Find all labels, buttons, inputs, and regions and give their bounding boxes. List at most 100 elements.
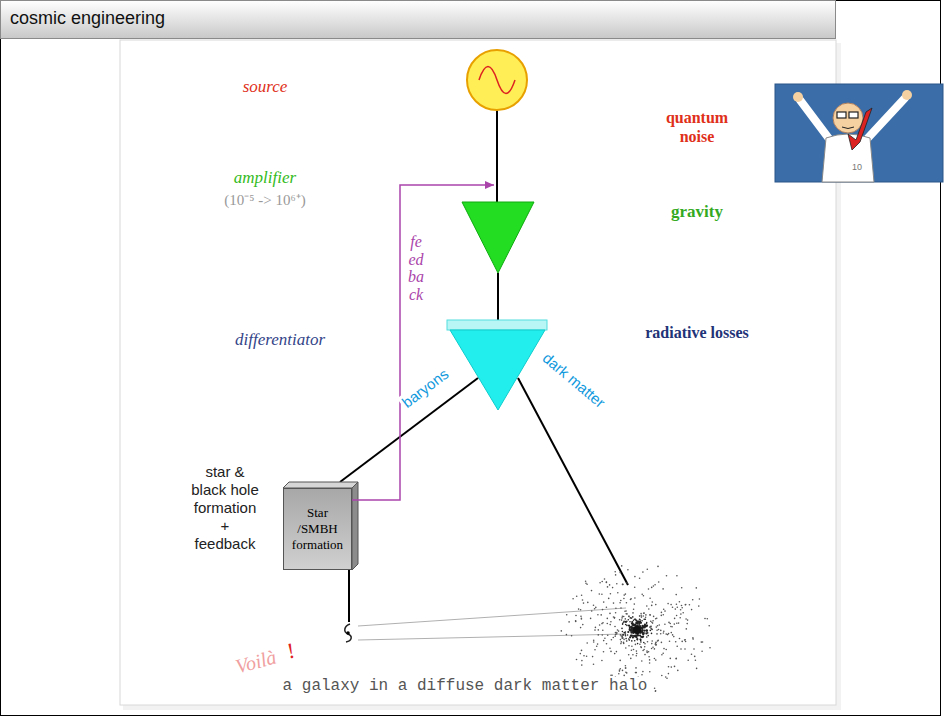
halo-particle — [674, 666, 676, 668]
dark-matter-wire — [518, 378, 628, 585]
halo-particle — [656, 633, 658, 635]
signal-wire — [496, 110, 498, 202]
halo-particle — [698, 605, 700, 607]
halo-particle — [615, 634, 617, 636]
halo-particle — [593, 605, 595, 607]
feedback-label: feedback — [408, 233, 424, 303]
box-side-face — [352, 482, 358, 570]
sine-wave — [479, 67, 515, 94]
halo-particle — [658, 581, 660, 583]
halo-particle — [602, 609, 604, 611]
halo-particle — [691, 609, 693, 611]
source-symbol — [467, 50, 527, 110]
halo-particle — [645, 617, 647, 619]
halo-particle — [622, 670, 624, 672]
halo-particle — [677, 606, 679, 608]
halo-particle — [625, 621, 627, 623]
feedback-loop — [352, 185, 494, 500]
halo-particle — [607, 618, 609, 620]
halo-particle — [629, 621, 631, 623]
halo-particle — [622, 638, 624, 640]
halo-particle — [662, 653, 664, 655]
halo-particle — [586, 655, 588, 657]
halo-particle — [661, 654, 663, 656]
halo-particle — [691, 653, 693, 655]
halo-particle — [651, 643, 653, 645]
halo-particle — [622, 623, 624, 625]
halo-particle — [611, 639, 613, 641]
halo-particle — [671, 666, 673, 668]
halo-particle — [633, 635, 635, 637]
halo-particle — [679, 601, 681, 603]
halo-particle — [636, 622, 638, 624]
halo-particle — [649, 614, 651, 616]
halo-particle — [643, 632, 645, 634]
figure-caption: a galaxy in a diffuse dark matter halo — [280, 677, 651, 695]
halo-particle — [583, 655, 585, 657]
halo-particle — [609, 648, 611, 650]
halo-particle — [676, 658, 678, 660]
halo-particle — [649, 671, 651, 673]
halo-particle — [631, 649, 633, 651]
halo-particle — [604, 638, 606, 640]
halo-particle — [655, 642, 657, 644]
halo-particle — [599, 582, 601, 584]
halo-particle — [637, 634, 639, 636]
pointer-line — [358, 634, 626, 640]
halo-particle — [621, 565, 623, 567]
halo-particle — [641, 594, 643, 596]
halo-particle — [593, 641, 595, 643]
halo-particle — [644, 646, 646, 648]
halo-particle — [621, 637, 623, 639]
halo-particle — [669, 641, 671, 643]
halo-particle — [646, 625, 648, 627]
halo-particle — [633, 624, 635, 626]
halo-particle — [613, 637, 615, 639]
halo-particle — [615, 612, 617, 614]
halo-particle — [670, 658, 672, 660]
halo-particle — [572, 598, 574, 600]
halo-particle — [652, 647, 654, 649]
halo-particle — [597, 614, 599, 616]
halo-particle — [657, 640, 659, 642]
halo-particle — [599, 624, 601, 626]
halo-particle — [645, 614, 647, 616]
halo-particle — [650, 620, 652, 622]
halo-particle — [642, 636, 644, 638]
halo-particle — [650, 630, 652, 632]
halo-core — [633, 626, 641, 634]
halo-particle — [618, 673, 620, 675]
halo-particle — [616, 651, 618, 653]
halo-particle — [657, 566, 659, 568]
halo-particle — [582, 624, 584, 626]
halo-particle — [616, 633, 618, 635]
halo-particle — [635, 667, 637, 669]
halo-particle — [621, 617, 623, 619]
halo-particle — [658, 629, 660, 631]
halo-particle — [615, 634, 617, 636]
halo-particle — [633, 624, 635, 626]
halo-particle — [643, 612, 645, 614]
halo-particle — [568, 621, 570, 623]
halo-particle — [639, 619, 641, 621]
halo-particle — [614, 653, 616, 655]
halo-particle — [636, 672, 638, 674]
halo-particle — [575, 615, 577, 617]
halo-particle — [620, 600, 622, 602]
halo-particle — [610, 651, 612, 653]
halo-particle — [643, 649, 645, 651]
content-panel — [120, 40, 836, 705]
halo-particle — [630, 635, 632, 637]
halo-particle — [592, 656, 594, 658]
halo-particle — [684, 648, 686, 650]
halo-particle — [659, 624, 661, 626]
halo-particle — [620, 668, 622, 670]
halo-particle — [639, 644, 641, 646]
halo-particle — [581, 650, 583, 652]
halo-particle — [622, 637, 624, 639]
halo-particle — [676, 603, 678, 605]
halo-particle — [692, 638, 694, 640]
halo-particle — [681, 607, 683, 609]
halo-particle — [591, 610, 593, 612]
halo-particle — [622, 584, 624, 586]
